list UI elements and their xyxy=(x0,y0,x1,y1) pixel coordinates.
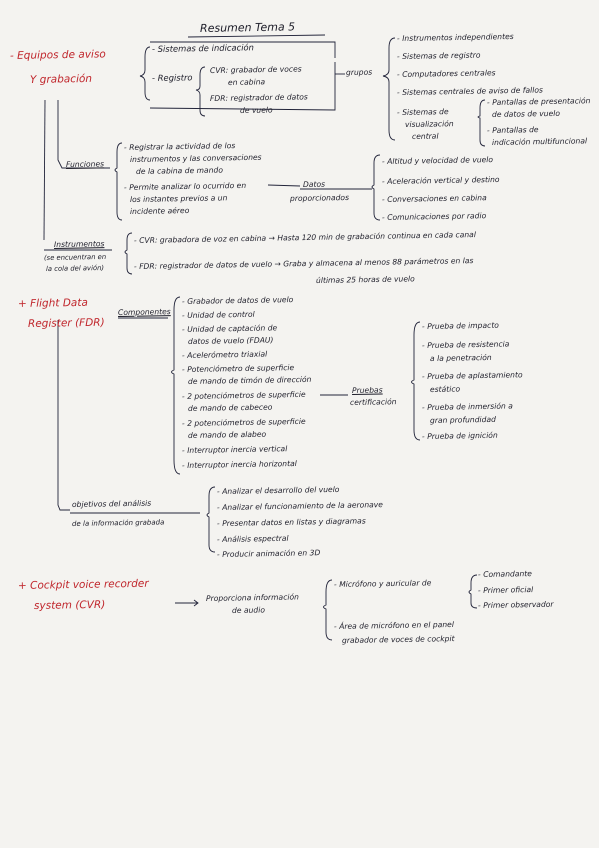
componente-line: - Unidad de control xyxy=(181,309,255,320)
instrumentos-note-line1: (se encuentran en xyxy=(43,252,107,262)
fdr-instrument-line2: últimas 25 horas de vuelo xyxy=(315,274,415,285)
componente-line: de mando de alabeo xyxy=(187,429,267,440)
pantalla-item: - Pantallas de presentación xyxy=(486,96,591,107)
componente-line: datos de vuelo (FDAU) xyxy=(187,335,274,346)
fdr-def-line1: FDR: registrador de datos xyxy=(209,92,308,103)
instrumentos-label: Instrumentos xyxy=(53,239,105,249)
cvr-def-line2: en cabina xyxy=(227,77,266,87)
componente-line: - Grabador de datos de vuelo xyxy=(181,295,294,306)
prueba-line: - Prueba de ignición xyxy=(421,430,498,441)
grupo-item: - Sistemas de registro xyxy=(396,50,481,61)
persona-line: - Primer oficial xyxy=(477,585,534,595)
prueba-line: - Prueba de impacto xyxy=(421,320,499,331)
datos-item: - Comunicaciones por radio xyxy=(381,211,487,222)
grupo-item-visualizacion-2: visualización xyxy=(404,119,454,129)
fdr-heading-line1: + Flight Data xyxy=(17,296,88,310)
datos-item: - Conversaciones en cabina xyxy=(381,193,487,204)
componente-line: - Interruptor inercia horizontal xyxy=(181,458,297,470)
cvr-heading-line2: system (CVR) xyxy=(33,598,106,612)
equipos-heading-line2: Y grabación xyxy=(29,72,93,86)
cvr-def-line1: CVR: grabador de voces xyxy=(209,64,302,75)
grupo-item-visualizacion-3: central xyxy=(411,131,439,141)
item-sistemas-indicacion: - Sistemas de indicación xyxy=(151,42,255,54)
equipos-heading-line1: - Equipos de aviso xyxy=(9,48,106,62)
pantalla-item: - Pantallas de xyxy=(486,125,539,135)
prueba-line: a la penetración xyxy=(429,352,492,363)
prueba-line: estático xyxy=(429,384,461,394)
pruebas-label-line2: certificación xyxy=(349,397,397,407)
funciones-label: Funciones xyxy=(65,159,105,169)
objetivo-line: - Producir animación en 3D xyxy=(216,548,321,559)
componente-line: - Potenciómetro de superficie xyxy=(181,363,295,374)
fdr-heading-line2: Register (FDR) xyxy=(27,316,105,330)
datos-label-line1: Datos xyxy=(302,179,326,189)
funcion-line: los instantes previos a un xyxy=(129,193,228,204)
componente-line: - Interruptor inercia vertical xyxy=(181,444,288,455)
prueba-line: gran profundidad xyxy=(429,414,497,425)
componente-line: - Acelerómetro triaxial xyxy=(181,349,268,360)
proporciona-line2: de audio xyxy=(231,605,266,615)
persona-line: - Comandante xyxy=(477,569,532,579)
datos-label-line2: proporcionados xyxy=(289,192,350,203)
grupo-item: - Instrumentos independientes xyxy=(396,31,514,43)
componentes-label: Componentes xyxy=(117,307,171,317)
datos-item: - Altitud y velocidad de vuelo xyxy=(381,155,494,166)
grupo-item-visualizacion: - Sistemas de xyxy=(396,107,449,117)
componente-line: de mando de cabeceo xyxy=(187,402,273,413)
item-registro: - Registro xyxy=(151,72,193,83)
funcion-line: - Registrar la actividad de los xyxy=(123,141,236,152)
grupo-item: - Computadores centrales xyxy=(396,68,496,79)
funcion-line: incidente aéreo xyxy=(129,205,190,216)
page-title: Resumen Tema 5 xyxy=(199,20,296,35)
prueba-line: - Prueba de inmersión a xyxy=(421,401,513,412)
fdr-def-line2: de vuelo xyxy=(239,105,273,115)
microfono-line: - Micrófono y auricular de xyxy=(333,578,432,589)
pruebas-label-line1: Pruebas xyxy=(351,385,383,395)
funcion-line: de la cabina de mando xyxy=(135,165,224,176)
objetivos-label-line2: de la información grabada xyxy=(71,518,165,528)
objetivos-label-line1: objetivos del análisis xyxy=(71,498,152,509)
persona-line: - Primer observador xyxy=(477,599,554,610)
instrumentos-note-line2: la cola del avión) xyxy=(45,263,105,273)
proporciona-line1: Proporciona información xyxy=(205,592,299,603)
prueba-line: - Prueba de aplastamiento xyxy=(421,370,523,381)
pantalla-item: indicación multifuncional xyxy=(491,136,588,147)
cvr-heading-line1: + Cockpit voice recorder xyxy=(17,577,149,592)
pantalla-item: de datos de vuelo xyxy=(491,108,561,119)
prueba-line: - Prueba de resistencia xyxy=(421,339,510,350)
area-microfono-line2: grabador de voces de cockpit xyxy=(341,634,455,645)
grupos-label: grupos xyxy=(345,67,373,77)
objetivo-line: - Análisis espectral xyxy=(216,533,289,544)
componente-line: - Unidad de captación de xyxy=(181,323,278,334)
